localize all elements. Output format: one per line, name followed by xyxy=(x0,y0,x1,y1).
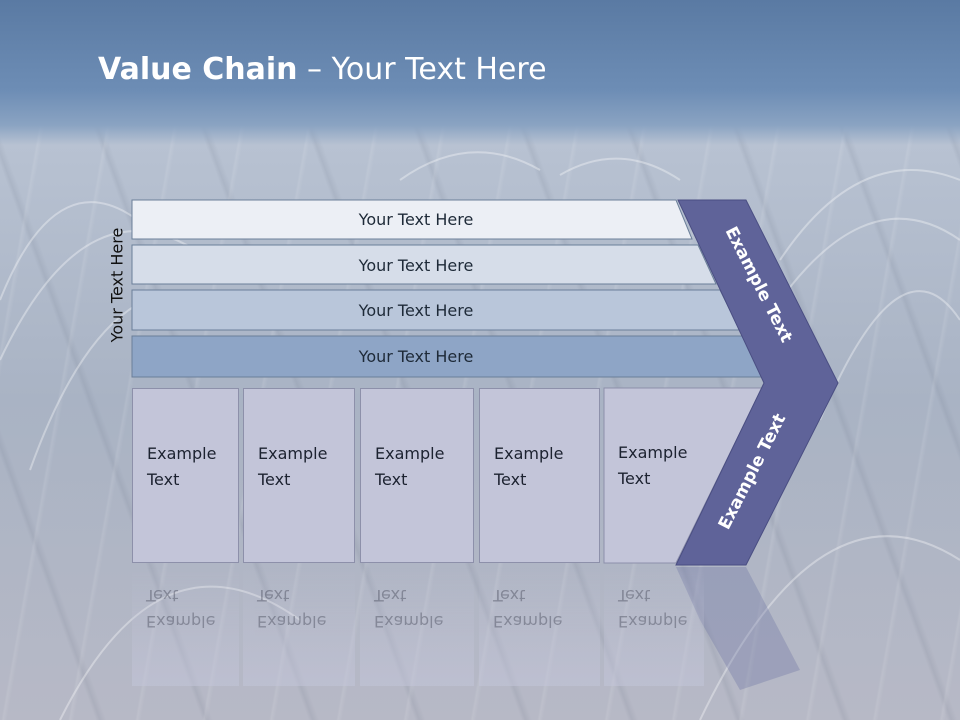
row-bar-3: Your Text Here xyxy=(132,291,732,329)
title-bold: Value Chain xyxy=(98,52,298,87)
column-3-reflection-line1: Example xyxy=(374,612,444,631)
column-5-reflection-line2: Text xyxy=(618,586,651,605)
column-5-line2: Text xyxy=(618,469,651,488)
column-5-reflection-line1: Example xyxy=(618,612,688,631)
column-2-line2: Text xyxy=(258,470,291,489)
column-5-reflection: Example Text xyxy=(604,566,704,686)
column-5-shape xyxy=(603,387,763,564)
column-3: Example Text xyxy=(360,388,474,563)
row-bar-4: Your Text Here xyxy=(132,337,752,375)
value-chain-arrow-reflection xyxy=(676,567,800,690)
column-1-reflection-line1: Example xyxy=(146,612,216,631)
column-4-reflection-line2: Text xyxy=(493,586,526,605)
column-4-line1: Example xyxy=(494,444,564,463)
row-bar-4-label: Your Text Here xyxy=(358,346,474,366)
column-2-reflection-line2: Text xyxy=(257,586,290,605)
row-bar-1-label: Your Text Here xyxy=(358,209,474,229)
title-rest: – Your Text Here xyxy=(297,52,547,87)
value-chain-arrow xyxy=(675,199,839,566)
row-bar-1: Your Text Here xyxy=(132,200,692,238)
column-4: Example Text xyxy=(479,388,600,563)
column-5: Example Text xyxy=(604,388,714,563)
column-3-reflection-line2: Text xyxy=(374,586,407,605)
column-1-line2: Text xyxy=(147,470,180,489)
column-5-line1: Example xyxy=(618,443,688,462)
row-bar-3-label: Your Text Here xyxy=(358,300,474,320)
column-4-reflection: Example Text xyxy=(479,566,600,686)
column-1-line1: Example xyxy=(147,444,217,463)
column-2-reflection-line1: Example xyxy=(257,612,327,631)
column-3-reflection: Example Text xyxy=(360,566,474,686)
column-4-reflection-line1: Example xyxy=(493,612,563,631)
column-2-reflection: Example Text xyxy=(243,566,355,686)
column-3-line2: Text xyxy=(375,470,408,489)
column-2: Example Text xyxy=(243,388,355,563)
column-1-reflection: Example Text xyxy=(132,566,239,686)
page-title: Value Chain – Your Text Here xyxy=(98,52,547,87)
row-bar-1-shape xyxy=(131,199,693,240)
column-1-reflection-line2: Text xyxy=(146,586,179,605)
column-3-line1: Example xyxy=(375,444,445,463)
row-bar-2-shape xyxy=(131,244,717,285)
column-1: Example Text xyxy=(132,388,239,563)
row-bar-2: Your Text Here xyxy=(132,246,712,284)
column-4-line2: Text xyxy=(494,470,527,489)
column-2-line1: Example xyxy=(258,444,328,463)
row-bar-2-label: Your Text Here xyxy=(358,255,474,275)
